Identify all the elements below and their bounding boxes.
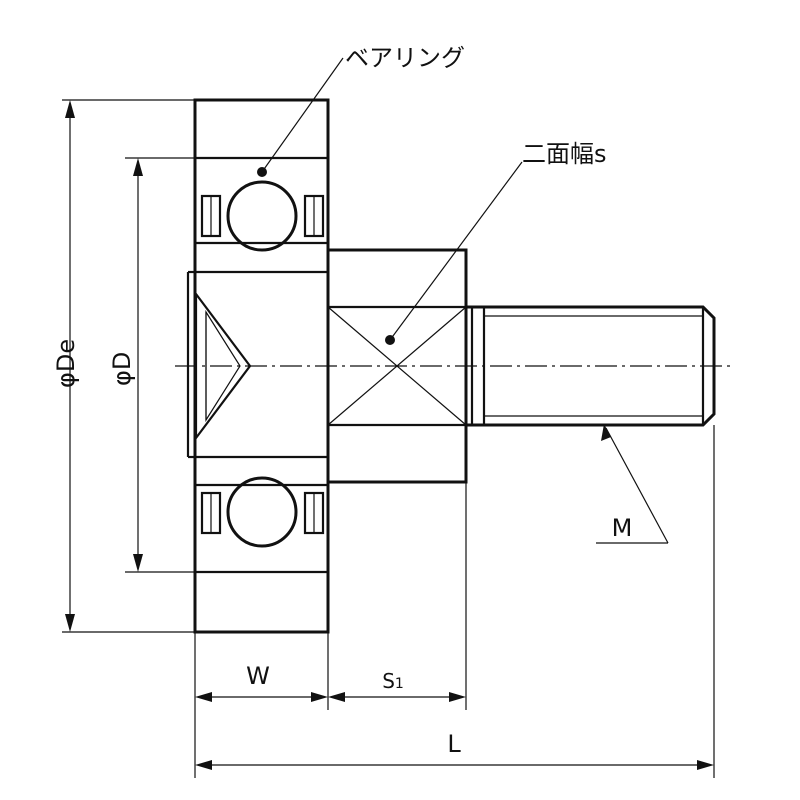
outer-diameter-label: φDe	[52, 339, 80, 388]
dim-l-arrow-right	[697, 760, 714, 770]
dim-width: W	[195, 662, 328, 702]
dim-d-arrow-top	[133, 158, 143, 176]
s1-subscript: 1	[395, 676, 404, 692]
bearing-leader-line	[261, 57, 344, 173]
phi-symbol: φ	[108, 370, 136, 386]
extension-lines	[62, 99, 715, 778]
outer-diameter-text: De	[52, 339, 80, 372]
inner-diameter-text: D	[108, 352, 136, 370]
dim-d-arrow-bottom	[133, 554, 143, 572]
phi-symbol: φ	[52, 372, 80, 388]
dim-outer-diameter: φDe	[52, 100, 80, 632]
inner-diameter-label: φD	[108, 352, 136, 386]
thread-leader-arrow	[601, 424, 611, 441]
leader-flats: 二面幅s	[385, 140, 607, 345]
top-ball-assembly	[200, 180, 325, 252]
bearing-label: ベアリング	[345, 44, 465, 72]
thread-leader-line	[605, 427, 669, 544]
dim-s1-arrow-left	[328, 692, 345, 702]
bottom-ball-assembly	[200, 476, 325, 548]
dim-w-arrow-left	[195, 692, 212, 702]
dim-length: L	[195, 730, 714, 770]
thread-label: M	[612, 514, 633, 542]
dim-w-arrow-right	[311, 692, 328, 702]
leader-bearing: ベアリング	[257, 44, 465, 177]
s1-label: S1	[382, 669, 404, 693]
stud-head	[186, 270, 252, 459]
flats-leader-line	[389, 161, 523, 341]
dim-s1-arrow-right	[449, 692, 466, 702]
dim-de-arrow-bottom	[65, 614, 75, 632]
width-label: W	[246, 662, 270, 690]
leader-thread: M	[596, 424, 669, 544]
length-label: L	[447, 730, 461, 758]
dim-l-arrow-left	[195, 760, 212, 770]
top-ball	[226, 180, 298, 252]
dim-s1: S1	[328, 669, 466, 702]
width-across-flats-label: 二面幅s	[522, 140, 607, 168]
s1-main: S	[382, 669, 395, 693]
bottom-ball	[226, 476, 298, 548]
dim-inner-diameter: φD	[108, 158, 143, 572]
dim-de-arrow-top	[65, 100, 75, 118]
